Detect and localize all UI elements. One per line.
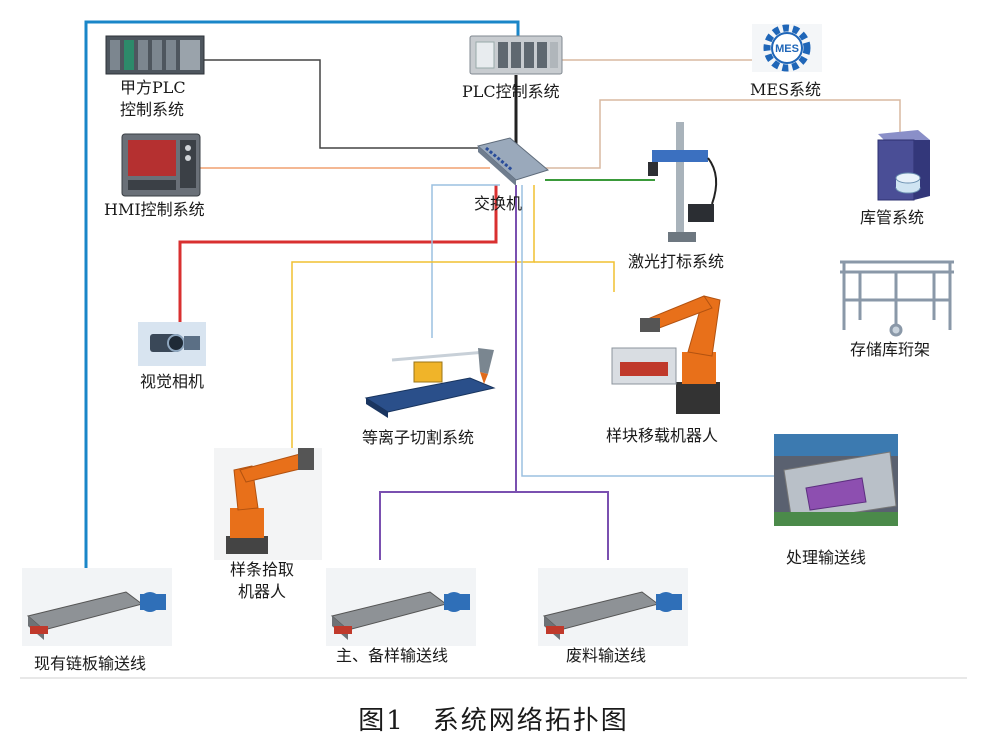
label-mes-system: MES系统 [750,80,822,99]
link-switch-camera [178,185,498,340]
label-main-spare-conveyor: 主、备样输送线 [336,646,449,665]
link-client-plc-switch [203,59,480,149]
link-switch-plasma [431,184,500,338]
label-client-plc-line1: 甲方PLC [120,78,186,97]
label-plc-system: PLC控制系统 [462,82,560,101]
link-main-spare-conveyor [379,491,609,560]
label-switch: 交换机 [474,194,523,213]
transfer-robot-icon [611,295,721,414]
label-sample-transfer-robot: 样块移载机器人 [606,426,719,445]
existing-chain-conveyor-icon [22,568,172,646]
laser-marker-icon [648,122,718,242]
camera-icon [138,322,206,366]
label-waste-conveyor: 废料输送线 [566,646,647,665]
plasma-cutter-icon [364,348,496,418]
mes-logo-text: MES [775,43,799,55]
storage-rack-icon [840,260,954,337]
waste-conveyor-icon [538,568,688,646]
main-spare-conveyor-icon [326,568,476,646]
label-sample-pick-robot-line2: 机器人 [238,582,287,601]
label-warehouse-system: 库管系统 [860,208,925,227]
label-hmi-system: HMI控制系统 [104,200,205,219]
hmi-panel-icon [121,133,201,197]
label-client-plc-line2: 控制系统 [120,100,185,119]
link-switch-transfer-robot [534,261,615,292]
label-storage-rack: 存储库珩架 [850,340,931,359]
link-switch-sample-pick-robot [291,185,535,455]
link-chain-conveyor [84,20,520,580]
switch-icon [476,137,550,186]
plc-rack-icon [469,35,563,75]
label-existing-chain-conveyor: 现有链板输送线 [34,654,147,673]
label-processing-conveyor: 处理输送线 [786,548,867,567]
figure-caption: 图1 系统网络拓扑图 [0,700,987,737]
label-plasma-cutting: 等离子切割系统 [362,428,475,447]
processing-conveyor-icon [774,434,898,526]
link-switch-processing [521,185,782,477]
label-sample-pick-robot-line1: 样条拾取 [230,560,295,579]
caption-number: 图1 [358,706,405,736]
client-plc-rack-icon [105,35,205,75]
label-vision-camera: 视觉相机 [140,372,205,391]
connection-lines [84,20,901,580]
server-icon [877,130,930,201]
link-switch-warehouse [540,99,901,169]
pick-robot-icon [214,448,322,560]
mes-logo-icon: MES [752,24,822,72]
caption-title: 系统网络拓扑图 [432,706,629,736]
label-laser-marking: 激光打标系统 [628,252,725,271]
